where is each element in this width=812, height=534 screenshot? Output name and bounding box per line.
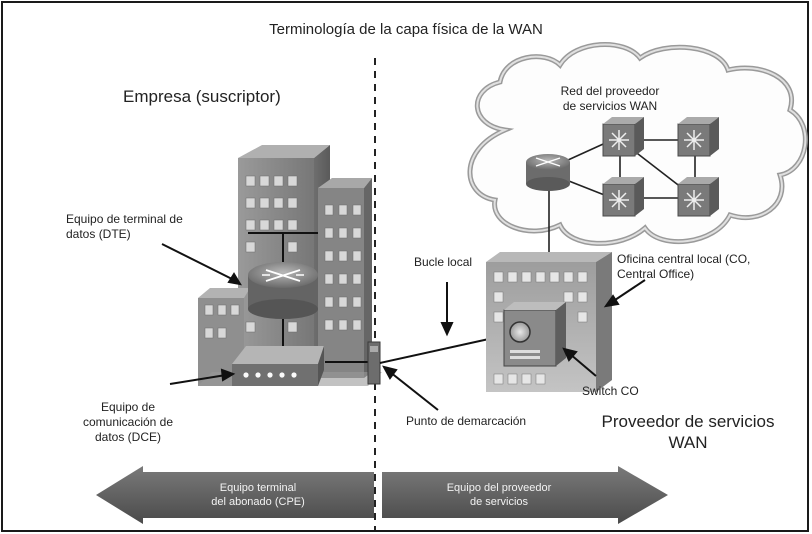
provider-equipment-arrow [382,466,668,524]
cpe-arrow [96,466,374,524]
enterprise-heading: Empresa (suscriptor) [123,87,281,106]
cpe-arrow-label-line: Equipo terminal [219,482,297,494]
provider-heading-line: WAN [668,433,708,452]
cloud-switch-icon [677,177,719,217]
central-office-label-line: Central Office) [617,267,695,281]
dce-label: Equipo de comunicación de datos (DCE) [62,400,194,445]
cloud-label-line: de servicios WAN [562,99,658,113]
dce-label-line: Equipo de [100,400,156,414]
cloud-switch-icon [602,177,644,217]
local-loop-label: Bucle local [414,255,473,269]
dte-label-line: Equipo de terminal de [66,212,183,226]
provider-arrow-label-line: Equipo del proveedor [446,482,552,494]
central-office-label-line: Oficina central local (CO, [617,252,751,266]
pointer-lines [161,243,646,411]
dce-modem-icon [232,346,324,386]
local-loop-line [379,334,508,364]
cloud-label: Red del proveedor de servicios WAN [540,84,680,114]
cloud-router-icon [526,154,570,191]
dce-label-line: datos (DCE) [94,430,162,444]
co-switch-label: Switch CO [582,384,639,398]
provider-heading-line: Proveedor de servicios [601,412,775,431]
cloud-label-line: Red del proveedor [560,84,660,98]
cloud-switch-icon [602,117,644,157]
dte-label-line: datos (DTE) [66,227,131,241]
provider-arrow-label-line: de servicios [469,496,529,508]
cpe-arrow-label-line: del abonado (CPE) [211,496,305,508]
provider-arrow-label: Equipo del proveedor de servicios [404,481,594,509]
dte-label: Equipo de terminal de datos (DTE) [66,212,183,242]
dte-router-icon [248,262,318,319]
page-title: Terminología de la capa física de la WAN [269,21,543,38]
co-switch-icon [503,302,566,367]
dce-label-line: comunicación de [82,415,174,429]
demarcation-box [367,341,381,385]
cpe-arrow-label: Equipo terminal del abonado (CPE) [158,481,358,509]
provider-heading: Proveedor de servicios WAN [590,411,786,453]
central-office-label: Oficina central local (CO, Central Offic… [617,252,750,282]
demarcation-label: Punto de demarcación [406,414,527,428]
cloud-switch-icon [677,117,719,157]
